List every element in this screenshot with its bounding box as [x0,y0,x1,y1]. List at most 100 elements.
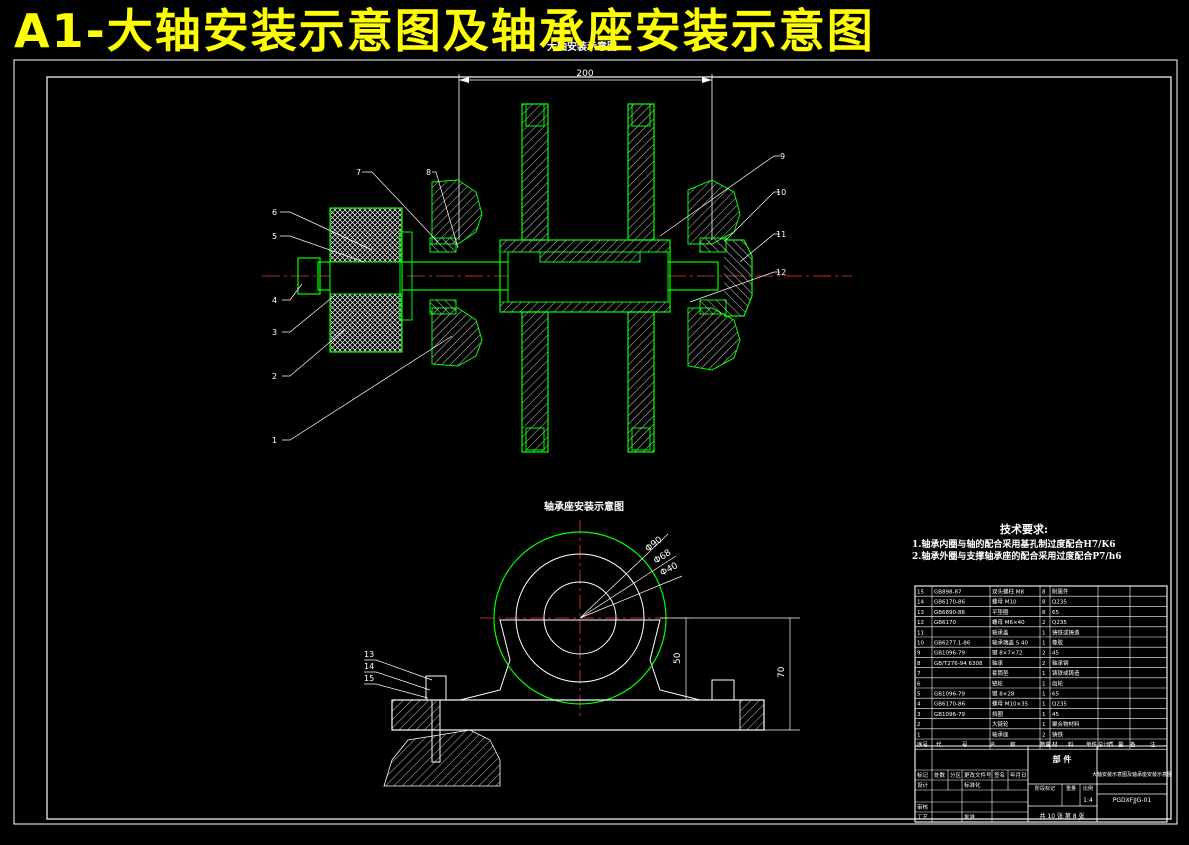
shaft-assembly-view: 200 大轴安装示意图 [262,40,852,453]
bom-header-cell: 名 [990,741,996,749]
bom-header-cell: 料 [1068,741,1074,749]
bom-cell: 1 [1042,671,1046,677]
stage-label-0: 阶段标记 [1035,785,1055,792]
stage-label-1: 重量 [1066,785,1076,792]
bom-header-cell: 称 [1010,741,1016,749]
bom-cell: GB6170-86 [934,702,966,708]
bom-header-cell: 总计 [1098,741,1110,749]
top-view-title: 大轴安装示意图 [547,40,617,53]
bom-cell: 8 [1042,610,1046,616]
bom-cell: 附属件 [1052,588,1069,596]
left-label-4: 签名 [994,771,1005,779]
frame-inner [46,76,1172,820]
bom-cell: GB1096-79 [934,712,966,718]
bom-header-cell: 代 [936,741,942,749]
left-label-2: 分区 [950,771,962,779]
bom-cell: 9 [917,651,921,657]
bom-cell: 8 [1042,600,1046,606]
label-2: 2 [272,372,277,381]
bom-cell: 14 [917,600,924,606]
sheet-info: 共 10 张 第 8 张 [1040,812,1085,820]
bom-cell: 4 [917,702,921,708]
bom-cell: 铸铁或铸造 [1052,669,1080,677]
bom-cell: 套筒垫 [992,669,1009,677]
scale-value: 1:4 [1083,797,1093,804]
bom-cell: 65 [1052,692,1059,698]
tech-requirements-title: 技术要求: [1000,523,1049,536]
bom-cell: 铸铁 [1052,730,1064,738]
banner-title: A1-大轴安装示意图及轴承座安装示意图 [14,4,875,58]
dimension-200: 200 [576,69,593,79]
bom-cell: 1 [1042,702,1046,708]
bom-cell: 1 [917,732,921,738]
left-label-7: 标准化 [964,781,981,789]
label-1: 1 [272,436,277,445]
bom-cell: GB6277.1-86 [934,641,971,647]
bom-header-cell: 号 [962,742,968,749]
bom-cell: 平垫圈 [992,608,1009,616]
bom-header-cell: 注 [1150,741,1156,749]
label-8: 8 [426,168,431,177]
bom-header-cell: 材 [1052,741,1058,749]
bom-cell: 轴承 [992,659,1004,667]
bom-cell: 7 [917,671,921,677]
bom-cell: 15 [917,590,924,596]
bom-cell: 6 [917,681,921,687]
bom-cell: GB6170 [934,620,957,626]
bom-cell: 1 [1042,641,1046,647]
bom-cell: 3 [917,712,921,718]
bom-cell: 螺母 M10 [992,598,1017,606]
component-label: 部 件 [1053,754,1072,764]
frame-outer [13,59,1178,825]
bom-cell: 45 [1052,712,1059,718]
bom-cell: GB/T276-94 6308 [934,661,983,667]
bom-cell: 12 [917,620,924,626]
left-label-3: 更改文件号 [964,771,992,779]
bom-cell: 2 [1042,620,1046,626]
bom-cell: 1 [1042,722,1046,728]
bom-cell: 挡圈 [992,710,1004,718]
bom-cell: 1 [1042,681,1046,687]
bom-cell: 5 [917,692,921,698]
tech-requirement-1: 1.轴承内圈与轴的配合采用基孔制过度配合H7/K6 [912,540,1116,550]
bom-header-cell: 单件 [1086,741,1098,749]
label-7: 7 [356,168,361,177]
label-4: 4 [272,296,277,305]
bom-header-cell: 备 [1130,741,1136,749]
bom-cell: 橡胶 [1052,639,1064,647]
bom-header-cell: 数量 [1040,741,1052,749]
left-label-8: 审核 [917,803,929,811]
bom-cell: 双头螺柱 M8 [992,588,1024,596]
label-14: 14 [364,662,374,671]
bom-cell: 齿轮 [1052,679,1064,687]
bom-cell: Q235 [1052,600,1067,606]
label-12: 12 [776,268,786,277]
bom-cell: GB1096-79 [934,651,966,657]
bom-cell: 铸铁或铸造 [1052,628,1080,636]
bom-cell: 2 [1042,661,1046,667]
bom-cell: 2 [1042,732,1046,738]
left-label-5: 年月日 [1010,771,1027,779]
bom-cell: GB898-87 [934,590,962,596]
bom-cell: GB6890-86 [934,610,966,616]
bom-cell: 螺母 M10×35 [992,700,1029,708]
bom-cell: 2 [917,722,921,728]
bom-cell: 螺母 M6×40 [992,618,1025,626]
bom-cell: GB1096-79 [934,692,966,698]
bom-cell: 2 [1042,651,1046,657]
bearing-seat-view: 轴承座安装示意图 Φ90 Φ68 Φ40 [364,500,800,787]
drawing-title-cell: 大轴安装示意图及轴承座安装示意图 [1092,771,1172,778]
dim-70: 70 [777,666,787,678]
left-label-9: 工艺 [917,814,929,821]
drawing-number: PGDXFJJG-01 [1113,797,1152,804]
label-6: 6 [272,208,277,217]
label-11: 11 [776,230,786,239]
stage-label-2: 比例 [1083,785,1093,792]
tech-requirement-2: 2.轴承外圈与支撑轴承座的配合采用过度配合P7/h6 [912,552,1122,562]
left-label-1: 处数 [934,771,946,779]
bom-cell: Q235 [1052,620,1067,626]
dim-50: 50 [673,652,683,664]
